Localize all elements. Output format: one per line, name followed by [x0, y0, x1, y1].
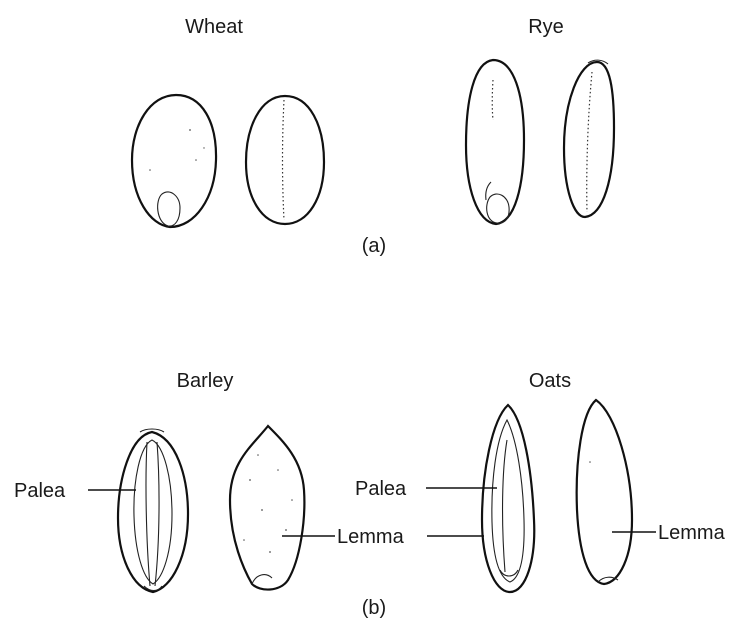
- barley-palea-label: Palea: [14, 480, 66, 502]
- panel-b-marker: (b): [362, 597, 386, 619]
- panel-a-marker: (a): [362, 235, 386, 257]
- panel-a: Wheat Rye (a): [132, 16, 614, 257]
- oats-grain-lemma-side: [577, 400, 632, 584]
- rye-label: Rye: [528, 16, 564, 38]
- oats-lemma-label: Lemma: [658, 522, 726, 544]
- oats-palea-label: Palea: [355, 478, 407, 500]
- rye-grain-germ-side: [466, 60, 524, 224]
- wheat-label: Wheat: [185, 16, 243, 38]
- barley-grain-palea-side: [118, 429, 188, 592]
- oats-label: Oats: [529, 370, 571, 392]
- barley-grain-lemma-side: [230, 426, 304, 590]
- barley-lemma-label: Lemma: [337, 526, 405, 548]
- barley-label: Barley: [177, 370, 234, 392]
- rye-grain-crease-side: [564, 60, 614, 217]
- wheat-grain-crease-side: [246, 96, 324, 224]
- wheat-grain-germ-side: [132, 95, 216, 227]
- panel-b: Barley Oats: [14, 370, 726, 619]
- oats-grain-palea-side: [482, 405, 534, 592]
